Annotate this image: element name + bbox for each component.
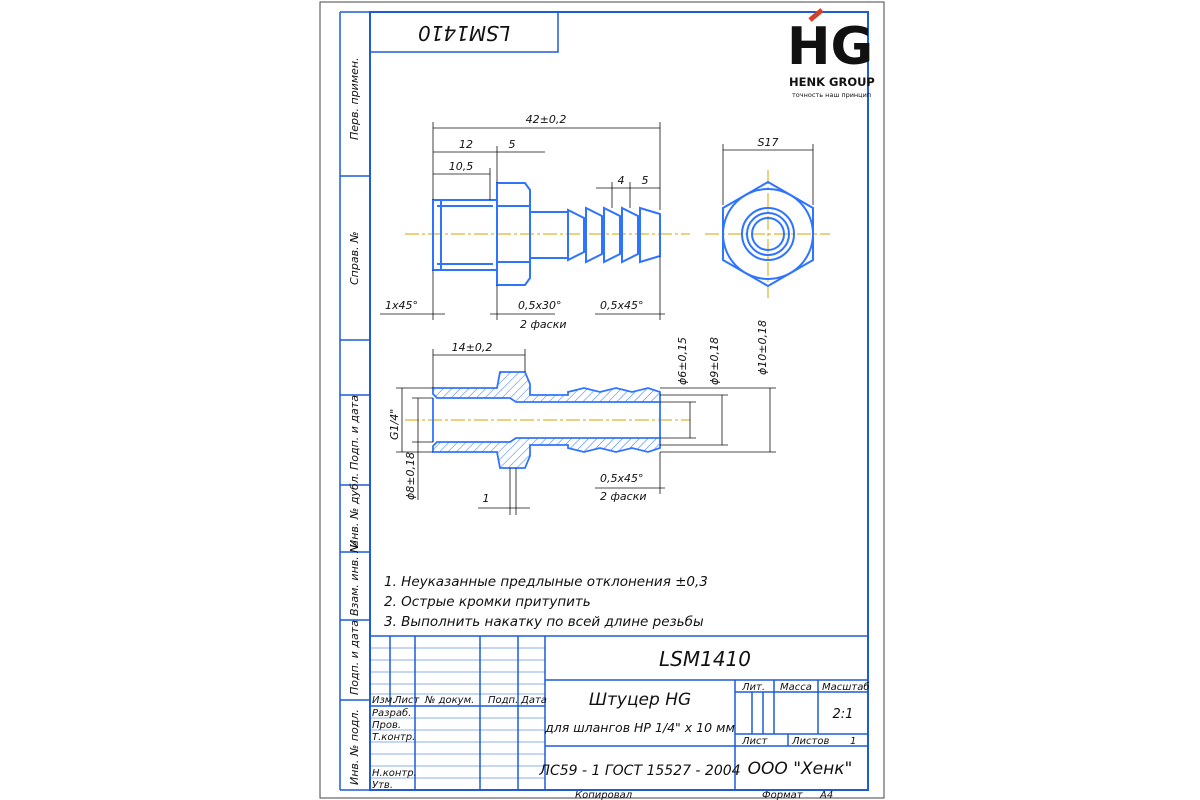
- side-label-podp-data-2: Подп. и дата: [348, 620, 361, 695]
- role-razrab: Разраб.: [372, 707, 411, 719]
- sheets-value: 1: [850, 736, 856, 747]
- section-dimensions: [396, 349, 776, 515]
- dim-diam-10: ϕ10±0,18: [756, 320, 769, 375]
- dim-overall-length: 42±0,2: [526, 113, 567, 126]
- dim-bore-8: ϕ8±0,18: [404, 452, 417, 500]
- side-label-vzam-inv: Взам. инв. №: [348, 541, 361, 616]
- scale-label: Масштаб: [822, 681, 870, 693]
- copied-label: Копировал: [575, 790, 633, 800]
- rev-header-list: Лист: [393, 695, 421, 706]
- side-view-dimensions: [380, 122, 665, 320]
- chamfer-note-section: 2 фаски: [600, 490, 646, 503]
- dim-diam-6: ϕ6±0,15: [676, 337, 689, 385]
- format-value: A4: [819, 790, 833, 800]
- format-label: Формат: [762, 790, 804, 800]
- logo: HG HENK GROUP точность наш принцип: [787, 8, 875, 99]
- logo-accent: [808, 8, 824, 22]
- mass-label: Масса: [780, 682, 812, 693]
- side-view-outline: [432, 182, 661, 286]
- part-description: для шлангов НР 1/4" х 10 мм: [544, 720, 735, 735]
- logo-mark: HG: [787, 17, 873, 77]
- sheet-border: [319, 1, 885, 799]
- sheets-label: Листов: [791, 736, 829, 747]
- chamfer-right: 0,5х45°: [600, 299, 644, 312]
- dim-4: 4: [618, 174, 625, 187]
- side-label-inv-dubl: Инв. № дубл.: [348, 473, 361, 548]
- rev-header-data: Дата: [520, 695, 547, 706]
- chamfer-mid: 0,5х30°: [518, 299, 562, 312]
- dim-thread: G1/4": [388, 409, 401, 440]
- scale-value: 2:1: [833, 707, 854, 722]
- rev-header-podp: Подп.: [488, 695, 518, 706]
- dim-5-collar: 5: [509, 138, 516, 151]
- section-hatch: [432, 371, 661, 469]
- material: ЛС59 - 1 ГОСТ 15527 - 2004: [538, 763, 740, 779]
- end-view-hex: [722, 180, 814, 288]
- section-outline: [432, 398, 661, 442]
- side-label-inv-podl: Инв. № подл.: [348, 709, 361, 785]
- dim-10-5: 10,5: [449, 160, 474, 173]
- end-view-dimension: [722, 144, 814, 205]
- top-designation: LSM1410: [418, 21, 510, 45]
- note-1: 1. Неуказанные предлыные отклонения ±0,3: [384, 574, 708, 590]
- lit-label: Лит.: [741, 682, 765, 693]
- dim-14: 14±0,2: [452, 341, 493, 354]
- technical-notes: 1. Неуказанные предлыные отклонения ±0,3…: [384, 574, 708, 630]
- role-tkontr: Т.контр.: [372, 732, 415, 743]
- chamfer-note-top: 2 фаски: [520, 318, 566, 331]
- side-label-podp-data-1: Подп. и дата: [348, 395, 361, 470]
- logo-slogan: точность наш принцип: [792, 91, 871, 99]
- role-prov: Пров.: [372, 720, 401, 731]
- role-nkontr: Н.контр.: [372, 768, 417, 779]
- company-name: ООО "Хенк": [748, 759, 853, 779]
- role-utv: Утв.: [372, 780, 393, 791]
- title-block-grid: [370, 635, 868, 790]
- title-designation: LSM1410: [659, 647, 751, 671]
- dim-12: 12: [459, 138, 473, 151]
- side-label-perv-primen: Перв. примен.: [348, 57, 361, 140]
- note-2: 2. Острые кромки притупить: [384, 594, 591, 610]
- dim-across-flats: S17: [758, 136, 779, 149]
- dim-1: 1: [483, 492, 490, 505]
- sheet-label: Лист: [741, 736, 769, 747]
- side-label-sprav: Справ. №: [348, 231, 361, 285]
- rev-header-izm: Изм.: [372, 695, 396, 706]
- drawing-frame: [369, 11, 869, 791]
- rev-header-dokum: № докум.: [424, 695, 474, 706]
- dim-diam-9: ϕ9±0,18: [708, 337, 721, 385]
- note-3: 3. Выполнить накатку по всей длине резьб…: [384, 614, 704, 630]
- dim-5-barb: 5: [642, 174, 649, 187]
- side-column: [339, 11, 370, 791]
- chamfer-left: 1х45°: [385, 299, 418, 312]
- logo-company: HENK GROUP: [789, 75, 875, 89]
- top-designation-box: [369, 11, 559, 53]
- part-name: Штуцер HG: [589, 690, 691, 710]
- chamfer-section: 0,5х45°: [600, 472, 644, 485]
- title-block-thin: [370, 647, 545, 779]
